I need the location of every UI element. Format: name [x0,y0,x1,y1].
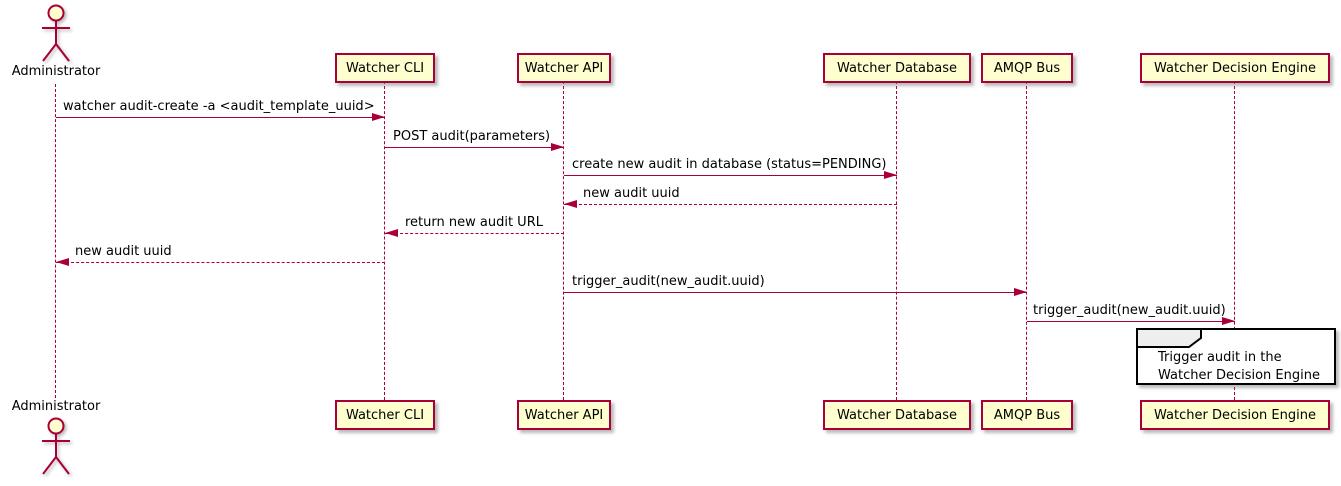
actor-label-top: Administrator [11,64,101,79]
participant-label: AMQP Bus [993,407,1061,423]
message-label: new audit uuid [75,244,172,259]
lifeline-watcher-database [896,81,897,400]
participant-watcher-database-bottom: Watcher Database [823,400,971,430]
lifeline-amqp-bus [1026,81,1027,400]
message-label: trigger_audit(new_audit.uuid) [572,274,765,289]
arrowhead-right-icon [551,142,564,151]
message-line [385,147,564,148]
participant-amqp-bus-top: AMQP Bus [981,53,1073,83]
ref-fragment: ref Trigger audit in the Watcher Decisio… [1136,328,1336,385]
participant-watcher-cli-bottom: Watcher CLI [335,400,435,430]
participant-label: Watcher API [524,60,604,76]
participant-watcher-cli-top: Watcher CLI [335,53,435,83]
participant-watcher-api-bottom: Watcher API [517,400,611,430]
message-line [564,204,897,205]
message-label: return new audit URL [405,215,543,230]
lifeline-watcher-cli [384,81,385,400]
arrowhead-right-icon [884,170,897,179]
ref-body-line2: Watcher Decision Engine [1158,368,1320,383]
participant-watcher-api-top: Watcher API [517,53,611,83]
participant-amqp-bus-bottom: AMQP Bus [981,400,1073,430]
participant-watcher-database-top: Watcher Database [823,53,971,83]
participant-label: Watcher Database [837,60,957,76]
participant-watcher-decision-engine-bottom: Watcher Decision Engine [1140,400,1330,430]
message-label: POST audit(parameters) [393,129,551,144]
participant-label: Watcher CLI [345,60,425,76]
participant-label: Watcher Decision Engine [1154,407,1316,423]
ref-body: Trigger audit in the Watcher Decision En… [1158,349,1320,385]
message-label: create new audit in database (status=PEN… [572,157,887,172]
participant-label: Watcher Decision Engine [1154,60,1316,76]
ref-body-line1: Trigger audit in the [1158,350,1282,365]
lifeline-watcher-api [563,81,564,400]
arrowhead-right-icon [372,112,385,121]
message-line [385,233,564,234]
ref-tab-icon [1136,328,1202,348]
arrowhead-right-icon [1014,287,1027,296]
message-line [56,117,385,118]
lifeline-administrator [55,84,56,398]
message-line [1027,321,1235,322]
participant-label: Watcher API [524,407,604,423]
arrowhead-left-icon [564,199,577,208]
message-line [564,292,1027,293]
actor-icon [42,417,70,475]
message-label: new audit uuid [583,186,680,201]
participant-label: Watcher Database [837,407,957,423]
actor-label-bottom: Administrator [11,399,101,414]
lifeline-watcher-decision-engine [1234,81,1235,400]
message-line [564,175,897,176]
arrowhead-left-icon [56,257,69,266]
message-label: watcher audit-create -a <audit_template_… [63,99,375,114]
participant-label: AMQP Bus [993,60,1061,76]
message-line [56,262,385,263]
actor-icon [42,4,70,62]
arrowhead-right-icon [1222,316,1235,325]
participant-label: Watcher CLI [345,407,425,423]
arrowhead-left-icon [385,228,398,237]
participant-watcher-decision-engine-top: Watcher Decision Engine [1140,53,1330,83]
message-label: trigger_audit(new_audit.uuid) [1033,303,1226,318]
